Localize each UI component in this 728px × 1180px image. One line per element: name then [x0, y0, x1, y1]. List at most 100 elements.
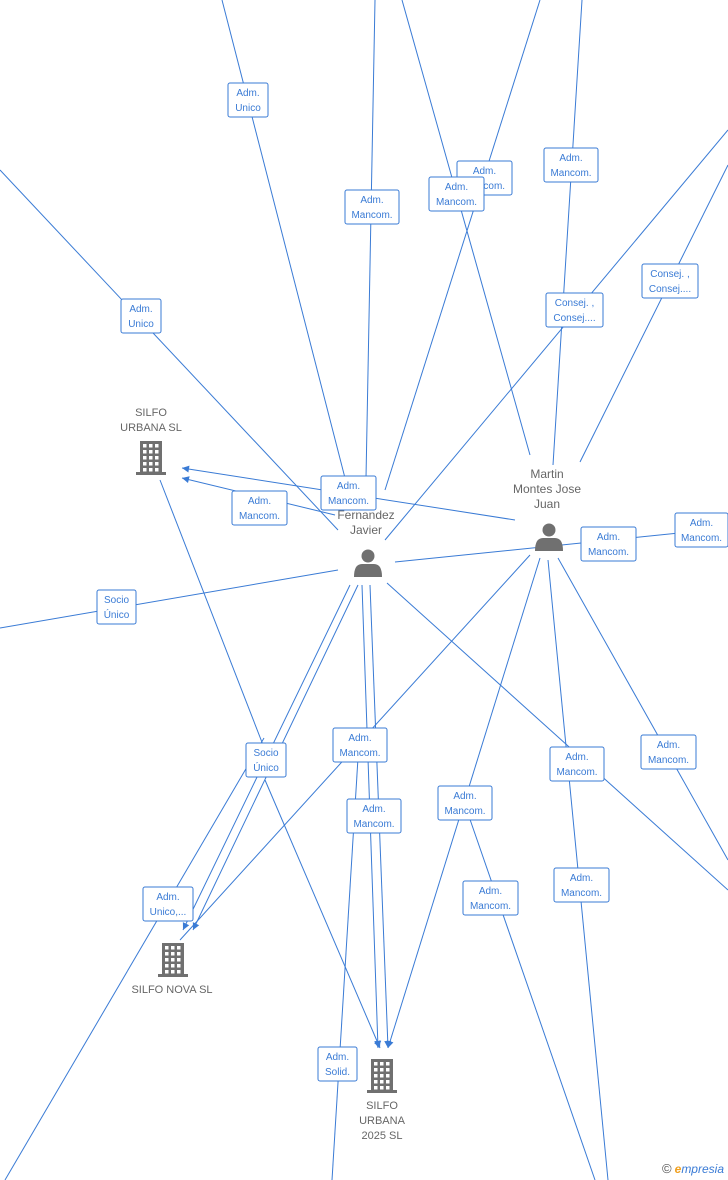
edge-label[interactable]: Adm. Solid. — [317, 1046, 358, 1082]
edge-label-text: Mancom. — [648, 755, 689, 766]
edge-label[interactable]: Adm. Mancom. — [344, 189, 400, 225]
edge-label-text: Adm. — [362, 804, 385, 815]
arrow-head — [374, 1040, 382, 1048]
edge-label-text: Adm. — [473, 166, 496, 177]
edge-label[interactable]: Adm. Mancom. — [549, 746, 605, 782]
nodes: ezFernandezJavierMartinMontes JoseJuanSI… — [120, 407, 581, 1142]
edge-label-text: Mancom. — [561, 888, 602, 899]
edge-label-text: Adm. — [337, 481, 360, 492]
edge-label[interactable]: Adm. Mancom. — [437, 785, 493, 821]
edge-label-text: Adm. — [479, 886, 502, 897]
edge-label[interactable]: Consej. , Consej.... — [641, 263, 699, 299]
edge-label-text: Adm. — [236, 88, 259, 99]
edge-label-text: Adm. — [156, 892, 179, 903]
edge-line — [365, 0, 376, 479]
edge-label-text: Solid. — [325, 1067, 350, 1078]
edge-label-text: Socio — [104, 595, 129, 606]
edge-line — [384, 0, 541, 491]
edge-label-text: Adm. — [326, 1052, 349, 1063]
arrow-head — [182, 476, 190, 484]
edge-label-text: Mancom. — [239, 511, 280, 522]
building-icon — [158, 943, 188, 977]
arrow-head — [182, 465, 190, 473]
edge-label-text: Mancom. — [681, 533, 722, 544]
edge-label-text: Consej.... — [553, 313, 595, 324]
edge-labels: Adm.UnicoAdm.Mancom.Adm.Mancom.Adm.Manco… — [96, 82, 728, 1082]
edge-line — [552, 0, 583, 466]
edge-label-text: Adm. — [453, 791, 476, 802]
edge-line — [4, 737, 265, 1180]
edge-label-text: Consej. , — [650, 269, 689, 280]
edge-label[interactable]: Adm. Mancom. — [346, 798, 402, 834]
edge-label[interactable]: Adm. Mancom. — [553, 867, 610, 903]
edge-label-text: Único — [253, 761, 279, 774]
edge-label-text: Consej.... — [649, 284, 691, 295]
edge-label-text: Socio — [253, 748, 278, 759]
copyright-symbol: © — [662, 1161, 672, 1176]
edge-label-text: Unico — [128, 319, 154, 330]
edge-line — [0, 169, 339, 531]
edge-label[interactable]: Adm. Mancom. — [640, 734, 697, 770]
brand-name: mpresia — [681, 1162, 724, 1176]
edge-label[interactable]: Adm. Mancom. — [674, 512, 728, 548]
edge-label[interactable]: Adm. Mancom. — [543, 147, 599, 183]
edge-label-text: Mancom. — [556, 767, 597, 778]
edge-label-text: Adm. — [597, 532, 620, 543]
edge-label-text: Adm. — [657, 740, 680, 751]
edge-label-text: Unico,... — [150, 907, 187, 918]
edge-line — [159, 479, 266, 751]
edge-line — [264, 779, 381, 1049]
person-icon — [354, 549, 382, 577]
edge-label-text: Adm. — [129, 304, 152, 315]
edge-label[interactable]: Adm.Mancom. — [428, 176, 485, 212]
edge-label-text: Adm. — [445, 182, 468, 193]
edge-label-text: Adm. — [565, 752, 588, 763]
edge-label-text: Consej. , — [555, 298, 594, 309]
edge-line — [579, 164, 728, 463]
edge-label[interactable]: Adm.Mancom. — [580, 526, 637, 562]
edge-label-text: Adm. — [360, 195, 383, 206]
edge-label[interactable]: Adm. Mancom. — [231, 490, 288, 526]
person-icon — [535, 523, 563, 551]
edge-label-text: Mancom. — [328, 496, 369, 507]
edge-label-text: Mancom. — [339, 748, 380, 759]
edge-label-text: Adm. — [248, 496, 271, 507]
edge-label[interactable]: Adm. Unico — [227, 82, 269, 118]
edge-line — [464, 804, 596, 1180]
building-icon — [367, 1059, 397, 1093]
edge-label-text: Unico — [235, 103, 261, 114]
edge-line — [557, 557, 728, 861]
edge-label[interactable]: Adm. Mancom. — [320, 475, 377, 511]
edge-label-text: Adm. — [690, 518, 713, 529]
company-name-label: SILFO NOVA SL — [131, 984, 212, 996]
edge-label-text: Mancom. — [550, 168, 591, 179]
edge-label-text: Adm. — [348, 733, 371, 744]
edge-label[interactable]: Adm. Unico,... — [142, 886, 194, 922]
building-icon — [136, 441, 166, 475]
edge-line — [221, 0, 346, 479]
edge-label-text: Mancom. — [353, 819, 394, 830]
edge-label-text: Mancom. — [444, 806, 485, 817]
arrow-head — [182, 922, 190, 930]
edge-label[interactable]: Consej. , Consej.... — [545, 292, 604, 328]
edge-label-text: Adm. — [570, 873, 593, 884]
edge-label-text: Mancom. — [351, 210, 392, 221]
edge-label-text: Adm. — [559, 153, 582, 164]
brand-e: e — [674, 1162, 682, 1176]
edge-label[interactable]: Adm. Mancom. — [462, 880, 519, 916]
edge-line — [401, 0, 531, 456]
edge-label[interactable]: Adm. Mancom. — [332, 727, 388, 763]
edge-label-text: Mancom. — [470, 901, 511, 912]
arrow-head — [386, 1040, 394, 1048]
edge-label-text: Único — [104, 608, 130, 621]
edge-line — [0, 569, 339, 629]
edge-label[interactable]: Adm. Unico — [120, 298, 162, 334]
edge-line — [386, 582, 728, 891]
edge-line — [384, 129, 728, 541]
